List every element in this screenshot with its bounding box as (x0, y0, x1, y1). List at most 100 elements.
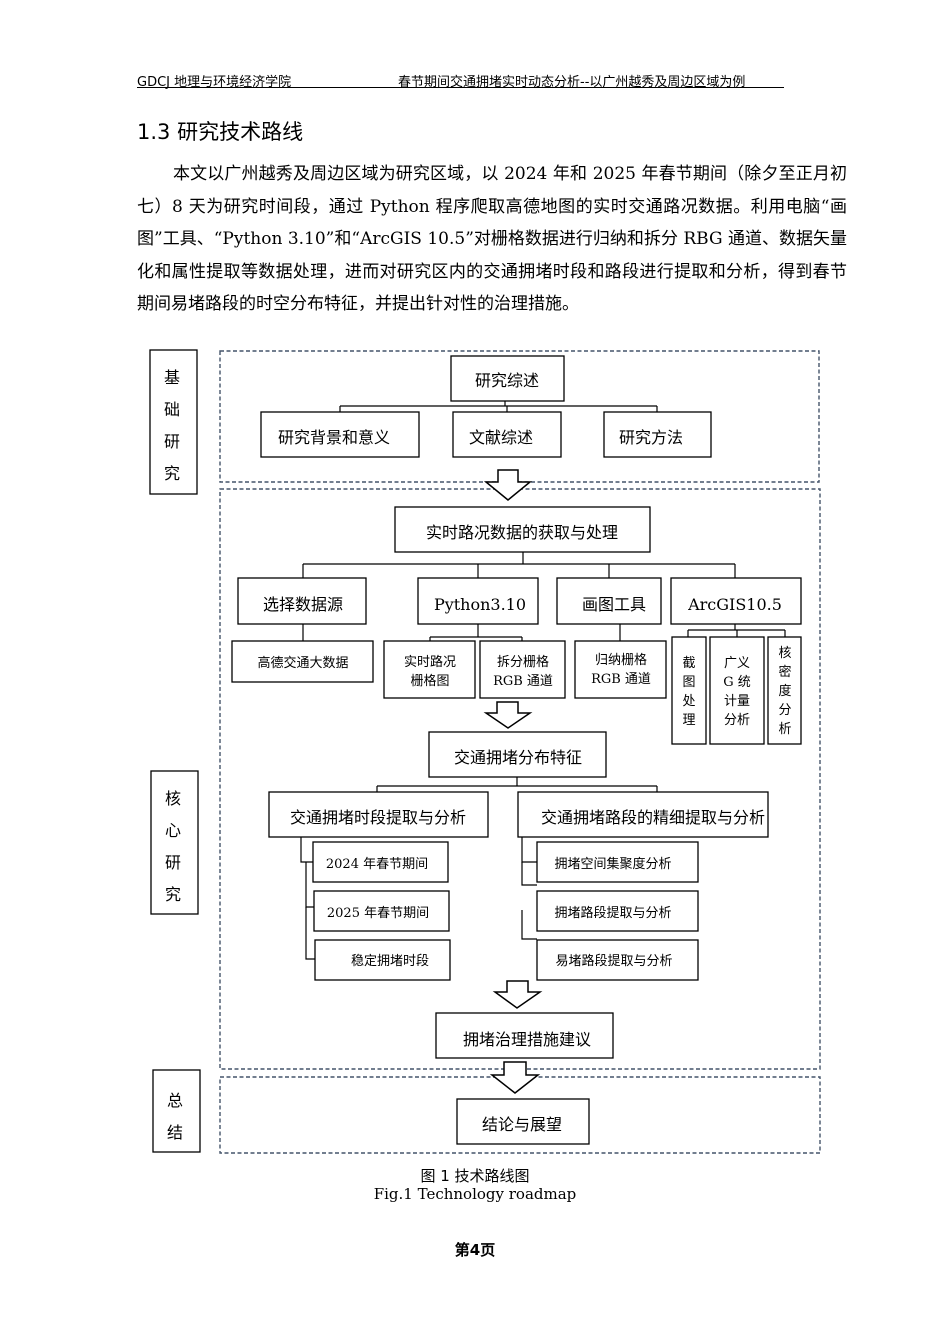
label-clip: 截图处理 (682, 656, 695, 728)
header-left: GDCJ 地理与环境经济学院 (137, 75, 292, 90)
label-acquire: 实时路况数据的获取与处理 (426, 523, 618, 542)
box-python (417, 577, 539, 625)
down-arrow-icon (483, 469, 533, 501)
label-road: 交通拥堵路段的精细提取与分析 (541, 808, 765, 827)
v-kernel-line: 核 (778, 646, 791, 661)
side-core-line: 心 (165, 821, 181, 840)
box-prone (536, 939, 699, 981)
box-acquire (394, 506, 651, 553)
box-2024 (312, 841, 449, 883)
label-background: 研究背景和意义 (278, 428, 390, 447)
v-glm-line: 分析 (724, 713, 750, 728)
label-merge-raster-1: 归纳栅格 (595, 652, 647, 668)
label-realtime-raster-1: 实时路况 (404, 654, 456, 670)
label-select-source: 选择数据源 (263, 595, 343, 614)
label-2024: 2024 年春节期间 (326, 857, 428, 872)
v-clip-line: 处 (682, 694, 695, 709)
label-merge-raster-2: RGB 通道 (591, 672, 651, 687)
label-glm: 广义 G 统计量分析 (723, 656, 751, 728)
box-stable (314, 939, 451, 981)
connector-lines (300, 401, 786, 960)
side-basic-line: 础 (164, 400, 180, 419)
label-prone: 易堵路段提取与分析 (555, 953, 672, 969)
v-glm-line: 计量 (724, 694, 750, 709)
side-basic-line: 究 (164, 464, 180, 483)
box-literature (452, 411, 562, 458)
box-kernel (767, 636, 802, 745)
side-box-basic (149, 349, 198, 495)
box-merge-raster (574, 640, 667, 699)
v-kernel-line: 分 (778, 703, 791, 718)
side-box-summary (152, 1069, 201, 1153)
box-arcgis (670, 577, 802, 625)
box-glm (709, 636, 765, 745)
v-kernel-line: 析 (778, 722, 791, 737)
v-clip-line: 理 (682, 713, 695, 728)
side-summary-line: 总 (167, 1091, 183, 1110)
header-right: 春节期间交通拥堵实时动态分析--以广州越秀及周边区域为例 (398, 75, 746, 90)
label-kernel: 核密度分析 (778, 646, 791, 737)
label-advice: 拥堵治理措施建议 (463, 1030, 591, 1049)
label-stable: 稳定拥堵时段 (351, 953, 429, 969)
box-review (450, 355, 565, 402)
side-core-line: 核 (165, 789, 181, 808)
label-literature: 文献综述 (469, 428, 533, 447)
v-clip-line: 截 (682, 656, 695, 671)
figure-caption-en: Fig.1 Technology roadmap (373, 1185, 577, 1203)
label-paint: 画图工具 (582, 595, 646, 614)
side-label-summary: 总结 (167, 1091, 183, 1142)
label-split-raster-2: RGB 通道 (493, 674, 553, 689)
box-features (428, 731, 607, 778)
box-split-raster (479, 640, 566, 699)
diagram-labels: 基础研究 核心研究 总结 研究综述 研究背景和意义 文献综述 研究方法 实时路况… (164, 368, 792, 1142)
side-core-line: 究 (165, 885, 181, 904)
box-paint (556, 577, 662, 625)
side-basic-line: 基 (164, 368, 180, 387)
box-cluster (536, 841, 699, 883)
label-arcgis: ArcGIS10.5 (687, 595, 782, 614)
box-select-source (237, 577, 367, 625)
box-realtime-raster (383, 640, 476, 699)
box-road (517, 791, 769, 838)
down-arrow-icon (489, 1061, 541, 1094)
label-python: Python3.10 (434, 595, 526, 614)
box-road-extract (536, 890, 699, 932)
v-clip-line: 图 (682, 675, 695, 690)
v-kernel-line: 密 (778, 664, 791, 680)
box-period (268, 791, 489, 838)
page-number: 第4页 (454, 1241, 496, 1259)
box-background (260, 411, 420, 458)
label-method: 研究方法 (619, 428, 683, 447)
down-arrow-icon (483, 701, 533, 729)
side-summary-line: 结 (167, 1123, 183, 1142)
box-method (603, 411, 712, 458)
v-glm-line: 广义 (724, 656, 750, 671)
label-2025: 2025 年春节期间 (327, 906, 429, 921)
down-arrow-icon (492, 980, 543, 1009)
figure-caption-cn: 图 1 技术路线图 (420, 1167, 530, 1185)
label-features: 交通拥堵分布特征 (454, 748, 582, 767)
label-realtime-raster-2: 栅格图 (410, 673, 449, 689)
side-label-basic: 基础研究 (164, 368, 180, 483)
side-basic-line: 研 (164, 432, 180, 451)
v-kernel-line: 度 (778, 683, 791, 699)
box-gaode (231, 640, 374, 683)
v-glm-line: G 统 (723, 675, 751, 690)
label-split-raster-1: 拆分栅格 (497, 654, 549, 670)
label-conclusion: 结论与展望 (482, 1115, 562, 1134)
section-title: 1.3 研究技术路线 (137, 120, 304, 144)
label-review: 研究综述 (475, 371, 539, 390)
box-conclusion (456, 1098, 590, 1145)
label-cluster: 拥堵空间集聚度分析 (554, 856, 671, 872)
body-paragraph: 本文以广州越秀及周边区域为研究区域，以 2024 年和 2025 年春节期间（除… (137, 164, 847, 314)
side-label-core: 核心研究 (165, 789, 181, 904)
side-core-line: 研 (165, 853, 181, 872)
label-period: 交通拥堵时段提取与分析 (290, 808, 466, 827)
label-road-extract: 拥堵路段提取与分析 (554, 905, 671, 921)
box-advice (435, 1012, 614, 1059)
side-box-core (150, 770, 199, 915)
box-2025 (313, 890, 450, 932)
box-clip (671, 636, 707, 745)
header-rule (137, 87, 784, 88)
